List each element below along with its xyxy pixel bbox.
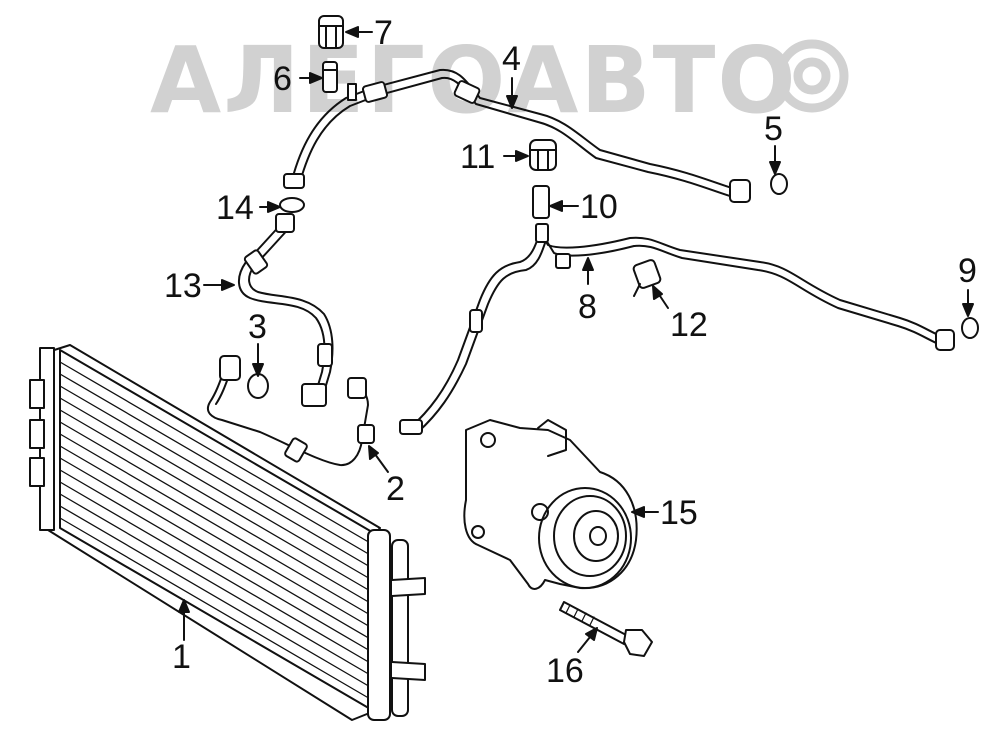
callout-9: 9 [958, 252, 977, 290]
compressor-15-part [464, 420, 636, 589]
valve-10-part [532, 185, 550, 219]
callout-16: 16 [546, 652, 584, 690]
callout-11: 11 [460, 138, 495, 176]
watermark-logo: АЛЕГОАВТО [150, 27, 849, 134]
pressure-sensor-12-part [633, 259, 662, 296]
callout-15: 15 [660, 494, 698, 532]
callout-4: 4 [502, 40, 521, 78]
hose-assembly-2-part [208, 356, 374, 465]
cap-11-part [530, 140, 556, 170]
condenser-part [30, 345, 425, 720]
bolt-16-part [560, 602, 652, 656]
pipe-8-part [400, 224, 954, 434]
callout-6: 6 [273, 60, 292, 98]
callout-labels: 1 2 3 4 5 6 7 8 9 10 11 12 13 14 15 16 [164, 14, 977, 690]
leader-arrows [178, 26, 974, 653]
callout-8: 8 [578, 288, 597, 326]
callout-1: 1 [172, 638, 191, 676]
pipe-4-part [284, 70, 750, 202]
watermark-text: АЛЕГОАВТО [150, 27, 798, 134]
callout-2: 2 [386, 470, 405, 508]
callout-12: 12 [670, 306, 708, 344]
callout-7: 7 [374, 14, 393, 52]
o-ring-3-part [247, 373, 269, 399]
o-ring-5-part [770, 173, 788, 195]
callout-5: 5 [764, 110, 783, 148]
hose-13-part [239, 214, 333, 406]
o-ring-14-part [279, 197, 305, 213]
callout-3: 3 [248, 308, 267, 346]
callout-14: 14 [216, 189, 254, 227]
o-ring-9-part [961, 317, 979, 339]
watermark-gear-icon [775, 39, 849, 113]
valve-6-part [323, 62, 337, 92]
cap-7-part [319, 16, 343, 48]
callout-13: 13 [164, 267, 202, 305]
callout-10: 10 [580, 188, 618, 226]
